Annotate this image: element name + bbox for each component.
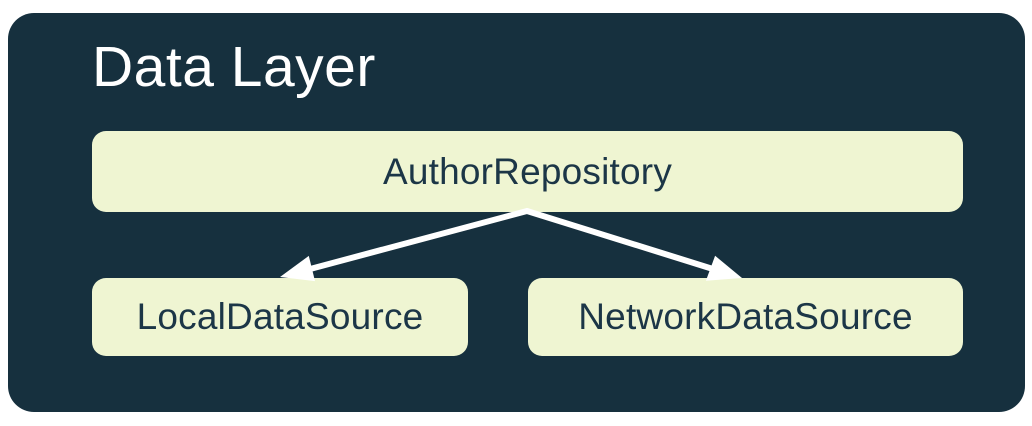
node-network-data-source: NetworkDataSource [528, 278, 963, 356]
diagram-title: Data Layer [92, 35, 376, 99]
node-local-data-source: LocalDataSource [92, 278, 468, 356]
node-author-repository: AuthorRepository [92, 131, 963, 212]
node-local-data-source-label: LocalDataSource [136, 296, 424, 337]
node-network-data-source-label: NetworkDataSource [578, 296, 913, 337]
node-author-repository-label: AuthorRepository [382, 150, 673, 192]
